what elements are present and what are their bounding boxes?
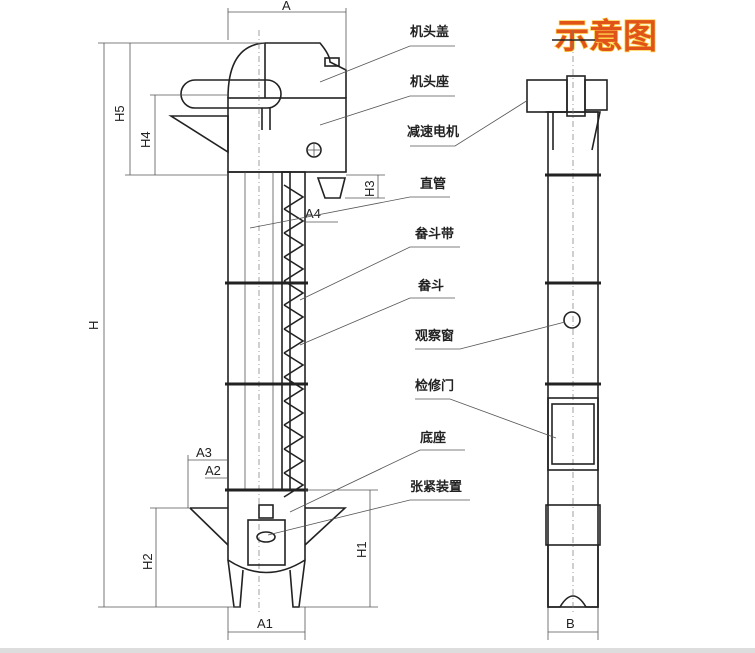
- bucket: [283, 472, 305, 498]
- bucket: [283, 376, 305, 402]
- inspection-door: [547, 397, 599, 471]
- dim-A4: A4: [305, 206, 321, 221]
- gear-motor: [526, 79, 568, 113]
- dim-A: A: [282, 0, 291, 13]
- observation-window: [563, 311, 581, 329]
- bucket: [283, 280, 305, 306]
- bucket: [283, 304, 305, 330]
- label-bucket-belt: 畚斗带: [414, 226, 454, 242]
- label-inspection-door: 检修门: [415, 378, 454, 394]
- bucket: [283, 352, 305, 378]
- bucket: [283, 400, 305, 426]
- dim-A3: A3: [196, 445, 212, 460]
- label-tensioner: 张紧装置: [410, 479, 462, 495]
- front-view: [168, 30, 348, 615]
- label-base: 底座: [420, 430, 446, 446]
- dim-H3: H3: [362, 180, 377, 197]
- bucket: [283, 208, 305, 234]
- dim-H: H: [86, 321, 101, 330]
- dim-H2: H2: [140, 553, 155, 570]
- dim-H5: H5: [112, 105, 127, 122]
- dim-H1: H1: [354, 541, 369, 558]
- dimension-lines: A H H5 H4 H3 A4 A3 A2 H2 H1 A1 B: [86, 0, 599, 640]
- bucket: [283, 256, 305, 282]
- label-straight-tube: 直管: [420, 176, 446, 192]
- bucket: [283, 184, 305, 210]
- side-view: [526, 30, 608, 615]
- label-head-seat: 机头座: [410, 74, 449, 90]
- buckets: [283, 184, 305, 498]
- bucket: [283, 232, 305, 258]
- dim-H4: H4: [138, 131, 153, 148]
- label-bucket: 畚斗: [417, 278, 444, 294]
- tensioner: [247, 519, 286, 566]
- bottom-bar: [0, 648, 755, 653]
- bucket: [283, 448, 305, 474]
- callouts: 机头盖 机头座 减速电机 直管 畚斗带 畚斗 观察窗 检修门 底座 张紧装置: [249, 24, 566, 536]
- bucket: [283, 328, 305, 354]
- head-cover: [227, 42, 347, 99]
- dim-A1: A1: [257, 616, 273, 631]
- label-gear-motor: 减速电机: [407, 124, 459, 140]
- label-head-cover: 机头盖: [410, 24, 449, 40]
- diagram-title: 示意图: [555, 17, 657, 57]
- dim-A2: A2: [205, 463, 221, 478]
- bucket: [283, 424, 305, 450]
- head-seat: [227, 97, 347, 173]
- label-observation-window: 观察窗: [415, 328, 454, 344]
- dim-B: B: [566, 616, 575, 631]
- motor: [180, 79, 282, 109]
